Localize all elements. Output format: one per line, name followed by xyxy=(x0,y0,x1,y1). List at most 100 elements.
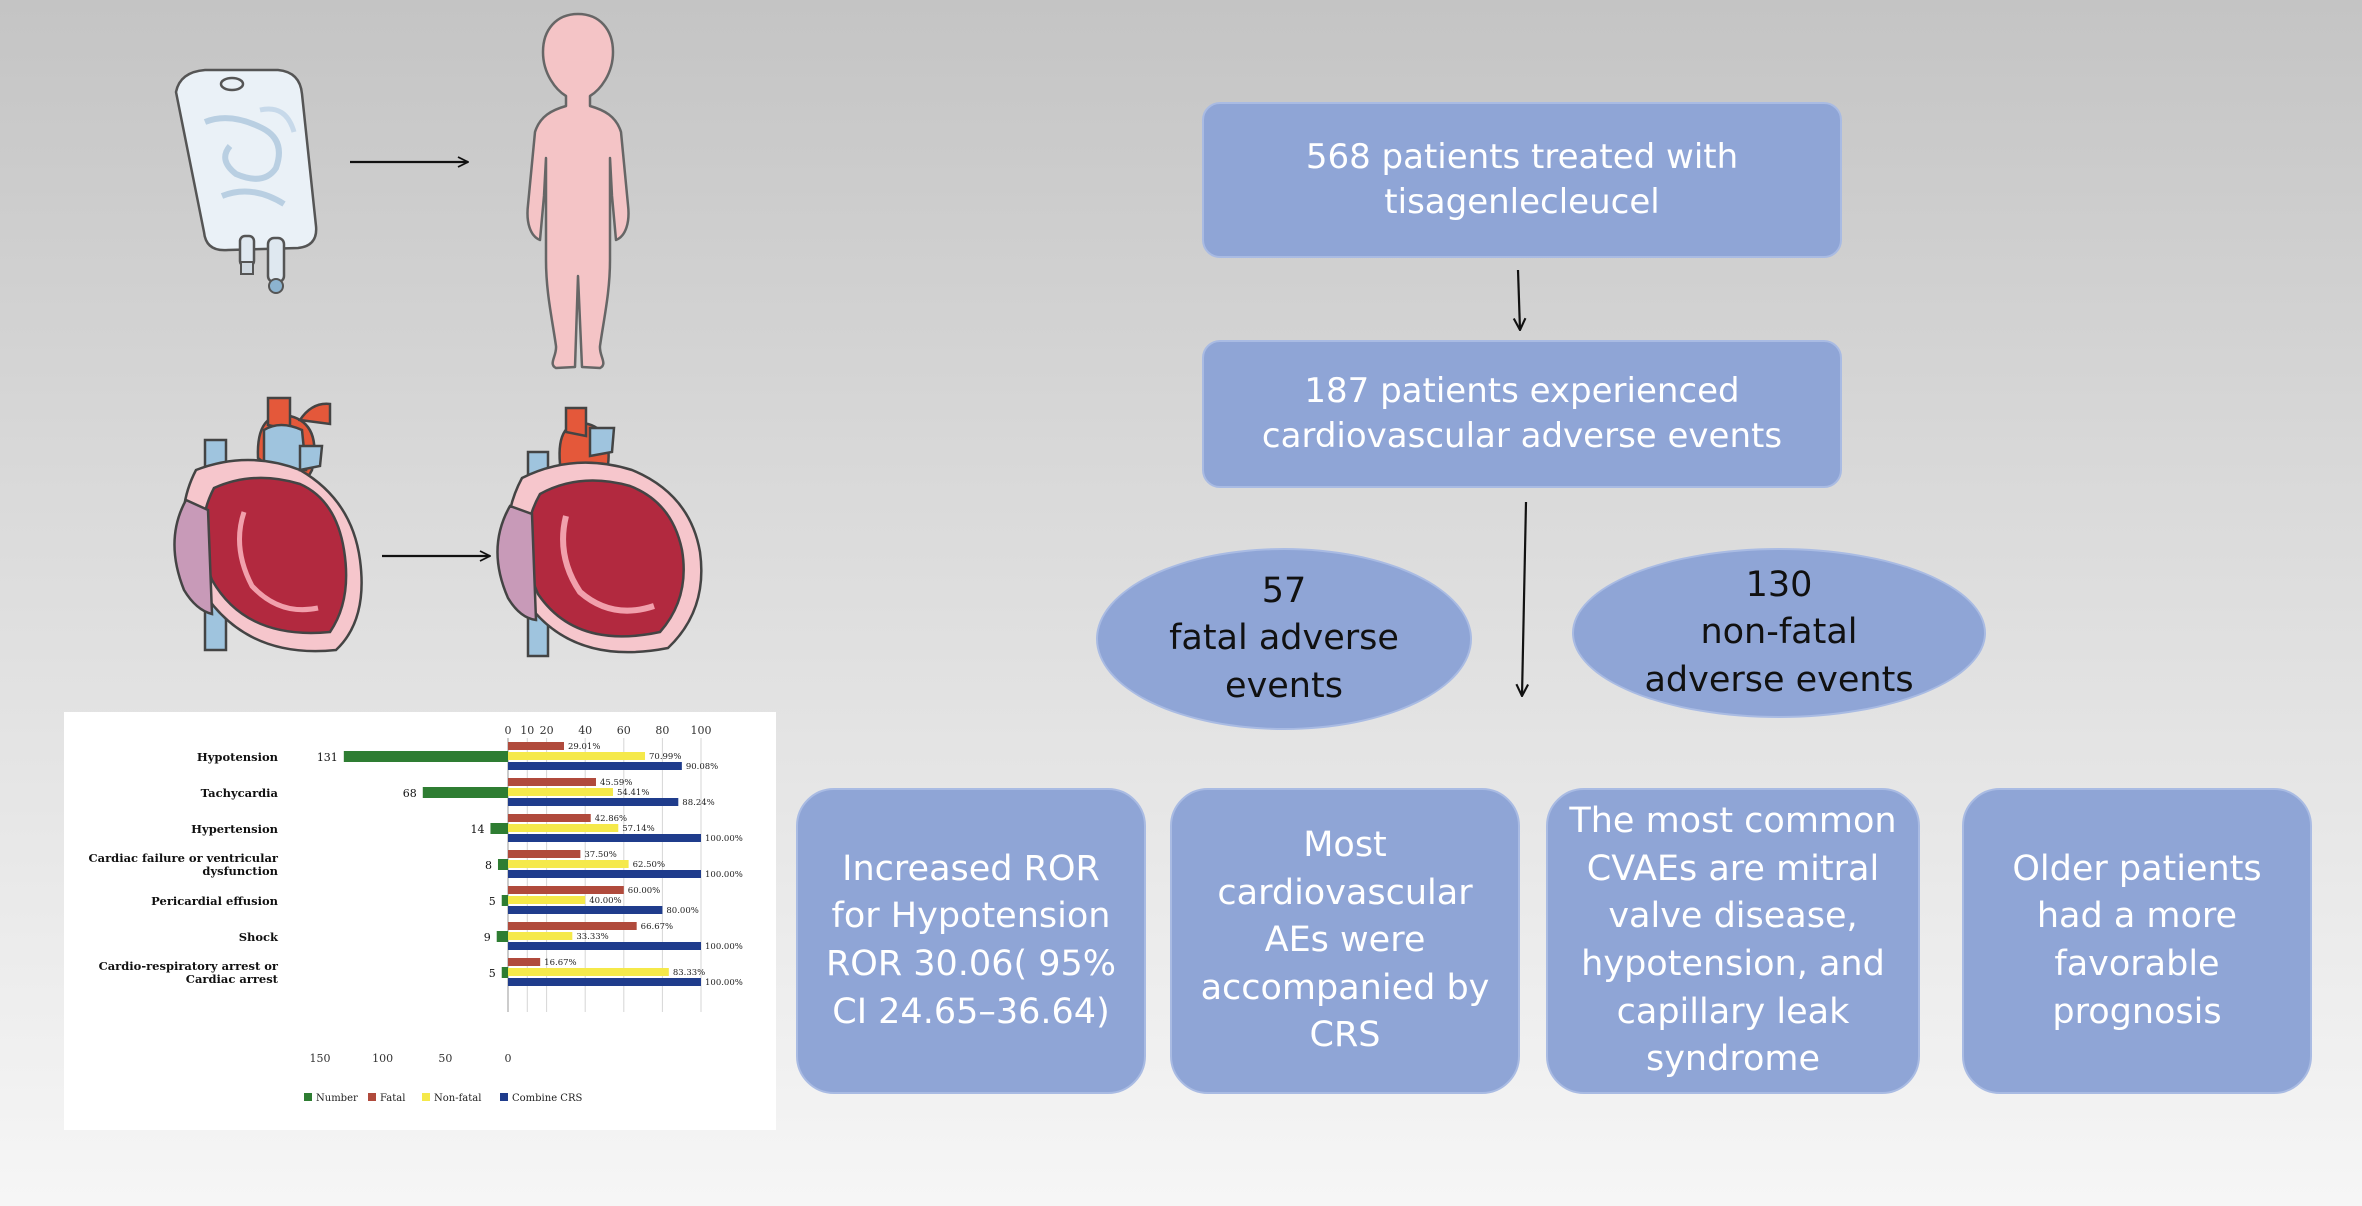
percent-bar-label: 80.00% xyxy=(666,906,698,916)
number-bar xyxy=(501,895,508,906)
finding-card-crs: Most cardiovascular AEs were accompanied… xyxy=(1170,788,1520,1094)
fatal-events-oval: 57 fatal adverse events xyxy=(1096,548,1472,730)
top-tick-label: 80 xyxy=(655,724,669,737)
number-bar-label: 5 xyxy=(489,967,496,980)
treated-patients-box: 568 patients treated with tisagenlecleuc… xyxy=(1202,102,1842,258)
finding-card-ror: Increased ROR for Hypotension ROR 30.06(… xyxy=(796,788,1146,1094)
legend-swatch xyxy=(500,1093,508,1101)
percent-bar xyxy=(508,968,669,976)
legend-swatch xyxy=(304,1093,312,1101)
percent-bar xyxy=(508,958,541,966)
percent-bar-label: 88.24% xyxy=(682,798,714,808)
number-bar-label: 8 xyxy=(485,859,492,872)
category-label: Pericardial effusion xyxy=(151,894,278,908)
percent-bar-label: 33.33% xyxy=(576,932,608,942)
number-bar xyxy=(496,931,508,942)
top-tick-label: 10 xyxy=(520,724,534,737)
number-bar xyxy=(490,823,508,834)
number-bar xyxy=(343,751,508,762)
cvae-patients-box: 187 patients experienced cardiovascular … xyxy=(1202,340,1842,488)
legend-swatch xyxy=(368,1093,376,1101)
percent-bar xyxy=(508,762,682,770)
top-tick-label: 60 xyxy=(617,724,631,737)
arrow-down-icon xyxy=(1522,501,1526,696)
top-tick-label: 40 xyxy=(578,724,592,737)
percent-bar xyxy=(508,942,701,950)
percent-bar-label: 62.50% xyxy=(633,860,665,870)
percent-bar xyxy=(508,788,614,796)
top-tick-label: 100 xyxy=(691,724,712,737)
percent-bar-label: 100.00% xyxy=(705,870,743,880)
percent-bar-label: 42.86% xyxy=(595,814,627,824)
healthy-heart-icon xyxy=(173,396,363,653)
percent-bar xyxy=(508,886,624,894)
category-label: Hypotension xyxy=(197,750,279,764)
bottom-tick-label: 0 xyxy=(505,1052,512,1065)
child-silhouette-icon xyxy=(526,12,630,370)
percent-bar xyxy=(508,778,596,786)
percent-bar-label: 37.50% xyxy=(584,850,616,860)
percent-bar xyxy=(508,978,701,986)
percent-bar xyxy=(508,896,586,904)
number-bar-label: 68 xyxy=(403,787,417,800)
legend-label: Fatal xyxy=(380,1093,405,1104)
bottom-tick-label: 150 xyxy=(310,1052,331,1065)
percent-bar-label: 100.00% xyxy=(705,834,743,844)
percent-bar xyxy=(508,742,564,750)
percent-bar-label: 66.67% xyxy=(641,922,673,932)
top-tick-label: 20 xyxy=(540,724,554,737)
percent-bar-label: 60.00% xyxy=(628,886,660,896)
percent-bar-label: 40.00% xyxy=(589,896,621,906)
number-bar xyxy=(422,787,508,798)
percent-bar-label: 45.59% xyxy=(600,778,632,788)
nonfatal-label: non-fatal adverse events xyxy=(1644,612,1914,700)
percent-bar-label: 16.67% xyxy=(544,958,576,968)
percent-bar xyxy=(508,870,701,878)
number-bar-label: 14 xyxy=(470,823,484,836)
category-label: dysfunction xyxy=(202,864,278,878)
number-bar xyxy=(501,967,508,978)
percent-bar-label: 100.00% xyxy=(705,942,743,952)
percent-bar xyxy=(508,932,573,940)
percent-bar xyxy=(508,752,646,760)
percent-bar xyxy=(508,850,581,858)
category-label: Cardiac failure or ventricular xyxy=(89,851,279,865)
legend-label: Number xyxy=(316,1093,358,1104)
number-bar-label: 9 xyxy=(484,931,491,944)
bottom-tick-label: 100 xyxy=(372,1052,393,1065)
arrow-down-icon xyxy=(1518,269,1520,330)
category-label: Tachycardia xyxy=(201,786,279,800)
percent-bar-label: 29.01% xyxy=(568,742,600,752)
category-label: Shock xyxy=(239,930,279,944)
infusion-bag-icon xyxy=(174,68,318,294)
top-tick-label: 0 xyxy=(505,724,512,737)
number-bar-label: 5 xyxy=(489,895,496,908)
percent-bar xyxy=(508,798,679,806)
category-label: Cardio-respiratory arrest or xyxy=(99,959,279,973)
percent-bar xyxy=(508,860,629,868)
legend-swatch xyxy=(422,1093,430,1101)
percent-bar-label: 54.41% xyxy=(617,788,649,798)
category-label: Cardiac arrest xyxy=(186,972,279,986)
percent-bar-label: 83.33% xyxy=(673,968,705,978)
enlarged-heart-icon xyxy=(496,406,703,658)
number-bar-label: 131 xyxy=(317,751,338,764)
number-bar xyxy=(497,859,508,870)
bottom-tick-label: 50 xyxy=(438,1052,452,1065)
percent-bar xyxy=(508,824,619,832)
percent-bar-label: 57.14% xyxy=(622,824,654,834)
fatal-count: 57 xyxy=(1261,571,1307,612)
finding-card-common-cvaes: The most common CVAEs are mitral valve d… xyxy=(1546,788,1920,1094)
percent-bar xyxy=(508,814,591,822)
category-label: Hypertension xyxy=(191,822,278,836)
finding-card-prognosis: Older patients had a more favorable prog… xyxy=(1962,788,2312,1094)
percent-bar-label: 100.00% xyxy=(705,978,743,988)
illustrations xyxy=(173,12,703,658)
percent-bar xyxy=(508,906,663,914)
fatal-label: fatal adverse events xyxy=(1169,618,1399,706)
percent-bar-label: 90.08% xyxy=(686,762,718,772)
percent-bar xyxy=(508,922,637,930)
